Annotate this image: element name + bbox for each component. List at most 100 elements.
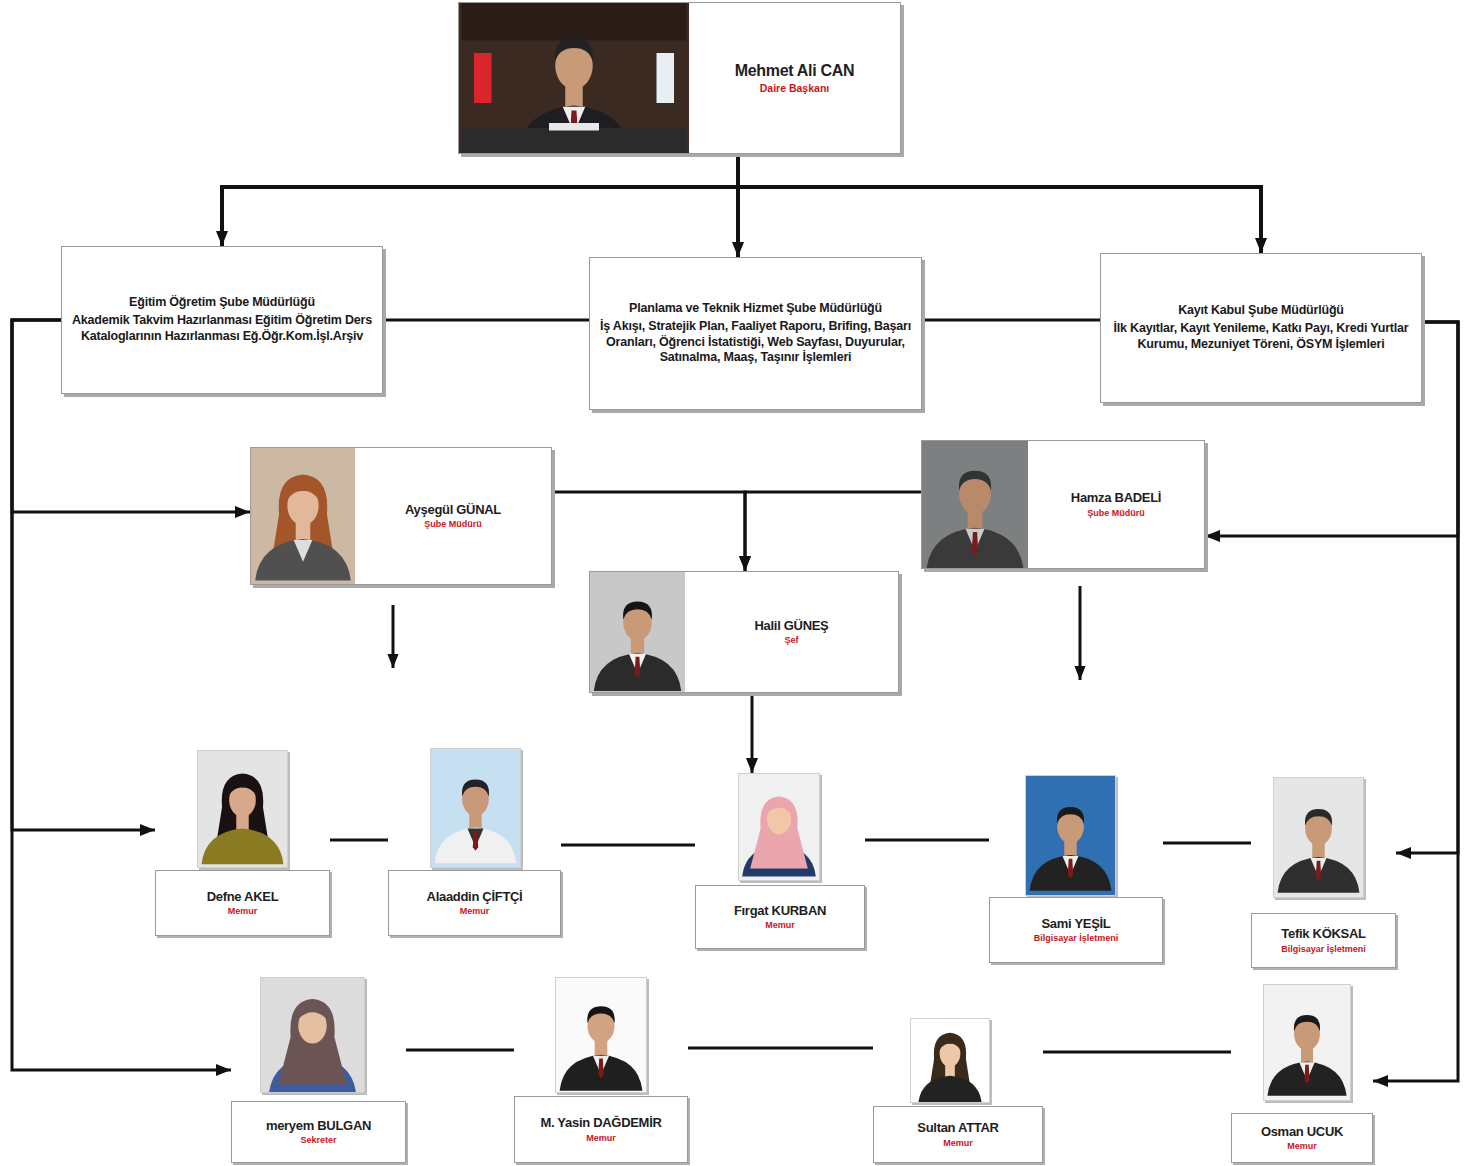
person-photo [1273, 777, 1364, 898]
person-photo-art [911, 1019, 989, 1102]
unit-heading: Planlama ve Teknik Hizmet Şube Müdürlüğü [629, 301, 882, 317]
person-name: Sultan ATTAR [917, 1120, 998, 1136]
connector [751, 693, 754, 773]
person-title: Şube Müdürü [424, 519, 482, 530]
connector [1043, 1051, 1231, 1054]
connector [12, 320, 155, 830]
person-photo-art [739, 774, 819, 880]
person-title: Memur [943, 1138, 973, 1149]
person-photo-art [431, 749, 520, 867]
person-card: meryem BULGANSekreter [231, 977, 406, 1163]
person-title: Bilgisayar İşletmeni [1281, 944, 1366, 955]
person-card: Halil GÜNEŞŞef [589, 571, 899, 693]
person-title: Şube Müdürü [1087, 508, 1145, 519]
name-plate: Sami YEŞİLBilgisayar İşletmeni [989, 897, 1163, 963]
connector [922, 319, 1100, 322]
connector [688, 1047, 873, 1050]
connector [738, 154, 1261, 253]
down-arrow [392, 605, 395, 668]
person-title: Memur [586, 1133, 616, 1144]
person-photo-art [922, 441, 1028, 568]
text-area: Ayşegül GÜNALŞube Müdürü [355, 448, 551, 584]
connector [561, 844, 695, 847]
person-name: Sami YEŞİL [1041, 916, 1110, 932]
person-photo [260, 977, 365, 1093]
connector [222, 154, 738, 246]
person-card: Defne AKELMemur [155, 750, 330, 936]
person-photo-art [251, 448, 355, 584]
person-photo-art [459, 3, 689, 153]
person-card: Sami YEŞİLBilgisayar İşletmeni [989, 775, 1163, 963]
unit-duties: İş Akışı, Stratejik Plan, Faaliyet Rapor… [598, 319, 913, 367]
text-area: Halil GÜNEŞŞef [685, 572, 898, 692]
unit-box: Eğitim Öğretim Şube MüdürlüğüAkademik Ta… [61, 246, 383, 394]
connector [552, 492, 745, 571]
person-card: M. Yasin DAĞDEMİR Memur [514, 977, 688, 1163]
person-photo-art [261, 978, 364, 1092]
unit-duties: Akademik Takvim Hazırlanması Eğitim Öğre… [70, 313, 374, 345]
person-name: Osman UCUK [1261, 1124, 1343, 1140]
person-title: Sekreter [300, 1135, 336, 1146]
person-name: Fırgat KURBAN [734, 903, 826, 919]
person-photo [555, 977, 647, 1093]
person-card: Fırgat KURBANMemur [695, 773, 865, 949]
person-name: Ayşegül GÜNAL [405, 502, 501, 518]
person-photo [910, 1018, 990, 1103]
person-photo [590, 572, 685, 692]
person-photo [1263, 984, 1351, 1101]
name-plate: Tefik KÖKSAL Bilgisayar İşletmeni [1251, 913, 1396, 968]
connector [406, 1049, 514, 1052]
person-card: Hamza BADELİ Şube Müdürü [921, 440, 1205, 569]
person-photo-art [1274, 778, 1363, 897]
name-plate: meryem BULGANSekreter [231, 1101, 406, 1163]
unit-box: Kayıt Kabul Şube Müdürlüğüİlk Kayıtlar, … [1100, 253, 1422, 403]
name-plate: Sultan ATTAR Memur [873, 1106, 1043, 1163]
person-card: Osman UCUKMemur [1231, 984, 1373, 1163]
connector [383, 319, 589, 322]
person-name: Tefik KÖKSAL [1281, 926, 1365, 942]
connector [745, 492, 921, 571]
person-name: meryem BULGAN [266, 1118, 371, 1134]
unit-duties: İlk Kayıtlar, Kayıt Yenileme, Katkı Payı… [1109, 321, 1413, 353]
person-title: Memur [1287, 1141, 1317, 1152]
unit-heading: Eğitim Öğretim Şube Müdürlüğü [129, 295, 315, 311]
person-title: Bilgisayar İşletmeni [1034, 933, 1119, 944]
name-plate: M. Yasin DAĞDEMİR Memur [514, 1096, 688, 1163]
person-photo-art [590, 572, 685, 692]
name-plate: Defne AKELMemur [155, 870, 330, 936]
person-card: Sultan ATTAR Memur [873, 1018, 1043, 1163]
unit-heading: Kayıt Kabul Şube Müdürlüğü [1178, 303, 1344, 319]
text-area: Mehmet Ali CANDaire Başkanı [689, 3, 900, 153]
person-name: Alaaddin ÇİFTÇİ [427, 889, 523, 905]
connector [12, 320, 231, 1070]
down-arrow [1079, 586, 1082, 680]
person-photo [738, 773, 820, 881]
connector [865, 839, 989, 842]
name-plate: Osman UCUKMemur [1231, 1113, 1373, 1163]
person-photo [922, 441, 1028, 568]
person-photo [251, 448, 355, 584]
connector [330, 839, 388, 842]
person-name: Hamza BADELİ [1071, 490, 1161, 506]
name-plate: Fırgat KURBANMemur [695, 885, 865, 949]
person-title: Şef [784, 635, 798, 646]
person-name: Mehmet Ali CAN [735, 61, 855, 80]
person-card: Ayşegül GÜNALŞube Müdürü [250, 447, 552, 585]
person-photo-art [198, 751, 287, 867]
person-name: Halil GÜNEŞ [755, 618, 829, 634]
person-photo [1025, 775, 1116, 896]
person-name: Defne AKEL [207, 889, 279, 905]
text-area: Hamza BADELİ Şube Müdürü [1028, 441, 1204, 568]
person-photo [459, 3, 689, 153]
person-photo-art [1026, 776, 1115, 895]
person-name: M. Yasin DAĞDEMİR [540, 1115, 661, 1131]
person-title: Memur [765, 920, 795, 931]
person-card: Tefik KÖKSAL Bilgisayar İşletmeni [1251, 777, 1396, 968]
person-photo [430, 748, 521, 868]
person-card: Alaaddin ÇİFTÇİMemur [388, 748, 561, 936]
unit-box: Planlama ve Teknik Hizmet Şube Müdürlüğü… [589, 257, 922, 410]
person-photo-art [556, 978, 646, 1092]
person-photo [197, 750, 288, 868]
person-title: Memur [228, 906, 258, 917]
